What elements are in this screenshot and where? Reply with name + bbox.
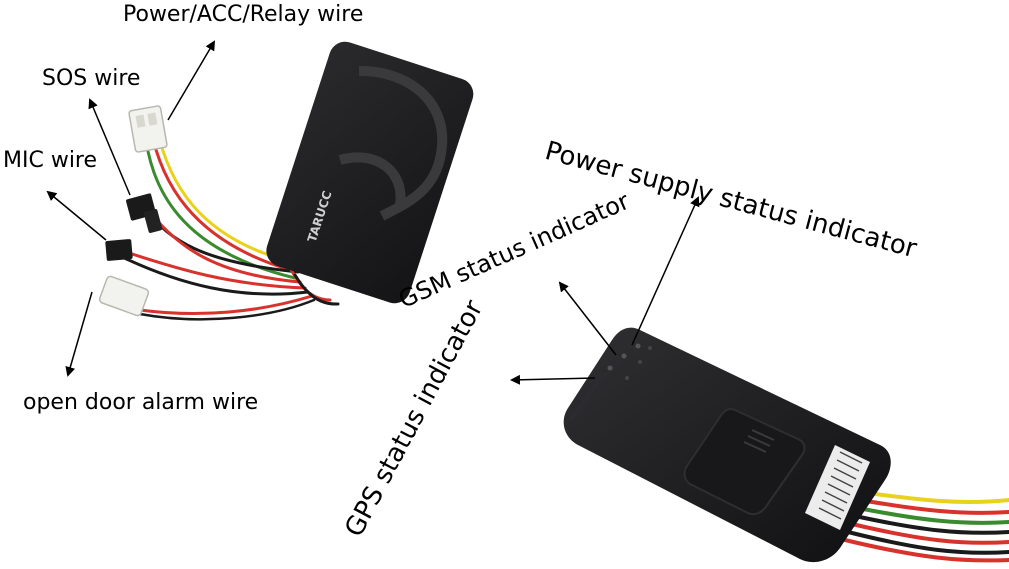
label-power-acc-relay-wire: Power/ACC/Relay wire	[123, 2, 364, 27]
mic-connector	[105, 239, 133, 261]
label-open-door-alarm-wire: open door alarm wire	[23, 390, 259, 415]
annotation-arrows	[46, 40, 700, 385]
arrow-gps	[510, 374, 596, 385]
label-sos-wire: SOS wire	[42, 66, 141, 91]
left-tracker-body: TARUCC	[266, 41, 474, 304]
arrow-power-supply	[631, 196, 700, 346]
right-wire-harness	[843, 490, 1009, 563]
arrow-gsm	[558, 281, 617, 356]
sos-connector	[126, 193, 163, 233]
serial-number-sticker	[805, 445, 870, 530]
arrow-open-door	[65, 291, 93, 377]
right-tracker-body	[563, 327, 891, 563]
label-mic-wire: MIC wire	[3, 148, 98, 173]
arrow-power-acc-relay	[167, 40, 216, 121]
arrow-mic	[46, 190, 107, 241]
power-led	[635, 343, 641, 349]
gps-led	[607, 365, 613, 371]
power-acc-relay-connector	[128, 105, 168, 153]
gsm-led	[621, 353, 627, 359]
arrow-sos	[88, 98, 131, 196]
open-door-connector	[98, 275, 150, 317]
